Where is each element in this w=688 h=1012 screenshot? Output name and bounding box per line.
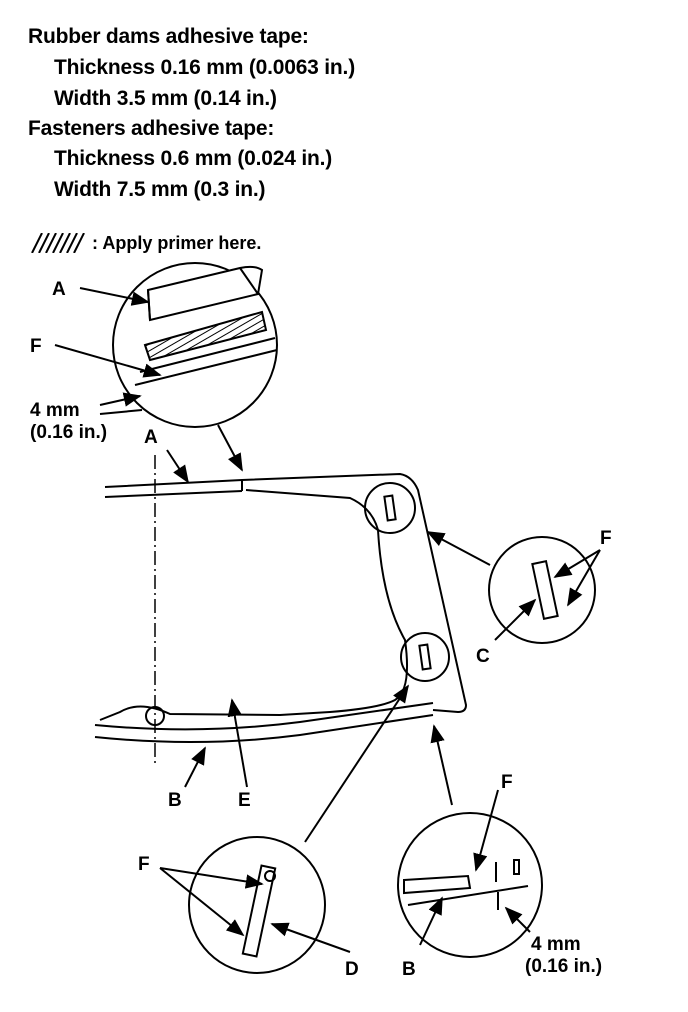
rubber-dams-tape-thickness: Thickness 0.16 mm (0.0063 in.) bbox=[54, 56, 355, 79]
detail-upper-fastener bbox=[488, 536, 596, 644]
label-f-lower: F bbox=[138, 854, 150, 875]
label-e: E bbox=[238, 790, 251, 811]
dim-mm-bottom: 4 mm bbox=[531, 934, 581, 955]
fasteners-tape-width: Width 7.5 mm (0.3 in.) bbox=[54, 178, 266, 201]
rubber-dams-tape-width: Width 3.5 mm (0.14 in.) bbox=[54, 87, 277, 110]
leader-a-glass bbox=[166, 449, 189, 484]
detail-connector-top bbox=[217, 424, 243, 472]
fasteners-tape-thickness: Thickness 0.6 mm (0.024 in.) bbox=[54, 147, 333, 170]
leader-f-lower-1 bbox=[159, 867, 264, 889]
leader-4mm-top-b bbox=[99, 409, 143, 415]
label-b-detail: B bbox=[402, 959, 416, 980]
leader-d bbox=[270, 922, 351, 953]
detail-lower-edge bbox=[397, 812, 543, 958]
leader-a-top bbox=[79, 287, 150, 306]
leader-f-top bbox=[54, 344, 162, 378]
dim-inch-bottom: (0.16 in.) bbox=[525, 956, 602, 977]
leader-4mm-bottom bbox=[504, 906, 531, 933]
leader-f-right-1 bbox=[553, 549, 601, 578]
leader-4mm-top bbox=[99, 392, 142, 407]
legend-text: : Apply primer here. bbox=[92, 232, 262, 253]
detail-connector-lower-right bbox=[430, 724, 453, 806]
detail-rubber-dam bbox=[112, 262, 278, 428]
glass-panel bbox=[94, 472, 468, 744]
leader-f-lower-2 bbox=[159, 867, 245, 937]
label-b-glass: B bbox=[168, 790, 182, 811]
label-c: C bbox=[476, 646, 490, 667]
leader-e-glass bbox=[227, 698, 248, 788]
fasteners-tape-title: Fasteners adhesive tape: bbox=[28, 117, 275, 140]
fastener-lower bbox=[400, 632, 450, 682]
fastener-upper bbox=[364, 482, 416, 534]
dim-mm-top: 4 mm bbox=[30, 400, 80, 421]
primer-legend: : Apply primer here. bbox=[30, 230, 261, 256]
detail-lower-fastener bbox=[188, 836, 326, 974]
label-a-detail: A bbox=[52, 279, 66, 300]
locator-hole bbox=[145, 706, 165, 726]
leader-c bbox=[494, 598, 537, 641]
label-a-glass: A bbox=[144, 427, 158, 448]
label-f-right: F bbox=[600, 528, 612, 549]
leader-b-glass bbox=[184, 746, 206, 788]
label-f-detail: F bbox=[30, 336, 42, 357]
dim-inch-top: (0.16 in.) bbox=[30, 422, 107, 443]
leader-b-detail bbox=[419, 896, 443, 946]
rubber-dams-tape-title: Rubber dams adhesive tape: bbox=[28, 25, 309, 48]
label-f-edge: F bbox=[501, 772, 513, 793]
leader-f-right-2 bbox=[567, 549, 601, 607]
leader-f-edge bbox=[473, 789, 499, 872]
glass-inner-edge bbox=[99, 489, 408, 721]
label-d: D bbox=[345, 959, 359, 980]
hatch-swatch-icon bbox=[31, 233, 85, 253]
detail-connector-right bbox=[426, 531, 491, 566]
detail-connector-lower-left bbox=[304, 684, 409, 843]
